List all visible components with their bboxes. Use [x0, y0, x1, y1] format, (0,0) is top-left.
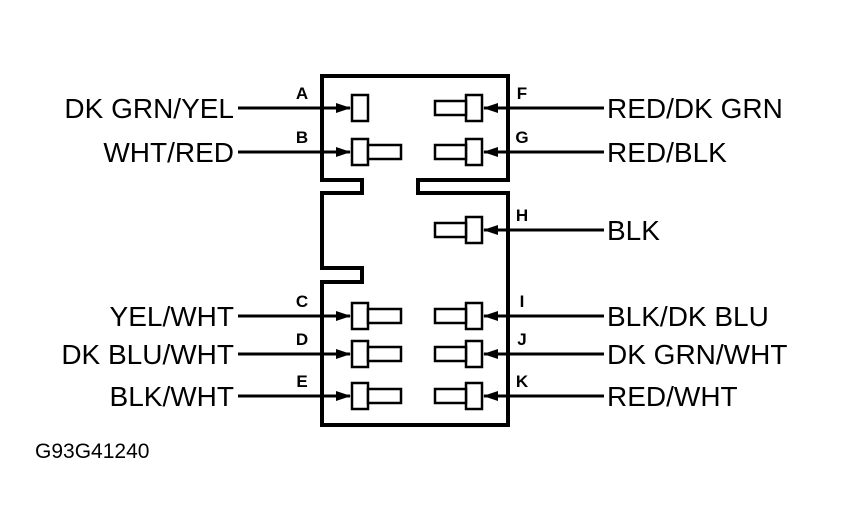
terminal-tail-F: [433, 99, 468, 117]
pin-letter-F: F: [517, 84, 527, 103]
arrow-icon: [483, 349, 498, 359]
wire-label-F: RED/DK GRN: [607, 93, 783, 124]
pin-letter-E: E: [296, 372, 307, 391]
terminal-tail-K: [433, 387, 468, 405]
pin-letter-J: J: [517, 330, 526, 349]
pin-letter-G: G: [515, 128, 528, 147]
terminal-body-E: [350, 381, 370, 411]
terminal-tail-D: [366, 345, 403, 363]
pin-letter-I: I: [520, 292, 525, 311]
terminal-tail-G: [433, 143, 468, 161]
wire-label-H: BLK: [607, 215, 660, 246]
wire-label-J: DK GRN/WHT: [607, 339, 787, 370]
terminal-body-F: [464, 93, 484, 123]
arrow-icon: [336, 391, 351, 401]
terminal-body-G: [464, 137, 484, 167]
arrow-icon: [483, 103, 498, 113]
terminal-tail-I: [433, 307, 468, 325]
arrow-icon: [483, 391, 498, 401]
wire-label-E: BLK/WHT: [110, 381, 234, 412]
connector-housing: [320, 74, 510, 427]
arrow-icon: [483, 311, 498, 321]
terminal-body-C: [350, 301, 370, 331]
terminal-tail-J: [433, 345, 468, 363]
arrow-icon: [336, 147, 351, 157]
wire-label-B: WHT/RED: [103, 137, 234, 168]
wire-label-G: RED/BLK: [607, 137, 727, 168]
terminal-body-A: [350, 93, 370, 123]
terminal-tail-C: [366, 307, 403, 325]
pin-letter-D: D: [296, 330, 308, 349]
arrow-icon: [483, 225, 498, 235]
terminal-body-H: [464, 215, 484, 245]
arrow-icon: [336, 311, 351, 321]
terminal-body-J: [464, 339, 484, 369]
terminal-tail-H: [433, 221, 468, 239]
pin-letter-B: B: [296, 128, 308, 147]
terminal-body-D: [350, 339, 370, 369]
terminal-tail-E: [366, 387, 403, 405]
wire-label-A: DK GRN/YEL: [64, 93, 234, 124]
wire-label-K: RED/WHT: [607, 381, 738, 412]
wire-label-D: DK BLU/WHT: [61, 339, 234, 370]
pin-letter-C: C: [296, 292, 308, 311]
arrow-icon: [336, 103, 351, 113]
terminal-body-K: [464, 381, 484, 411]
wire-label-C: YEL/WHT: [110, 301, 234, 332]
figure-id: G93G41240: [35, 440, 149, 463]
terminal-tail-B: [366, 143, 403, 161]
terminal-body-B: [350, 137, 370, 167]
pin-letter-K: K: [516, 372, 529, 391]
wire-label-I: BLK/DK BLU: [607, 301, 769, 332]
arrow-icon: [483, 147, 498, 157]
terminal-body-I: [464, 301, 484, 331]
arrow-icon: [336, 349, 351, 359]
pin-letter-H: H: [516, 206, 528, 225]
pin-letter-A: A: [296, 84, 308, 103]
